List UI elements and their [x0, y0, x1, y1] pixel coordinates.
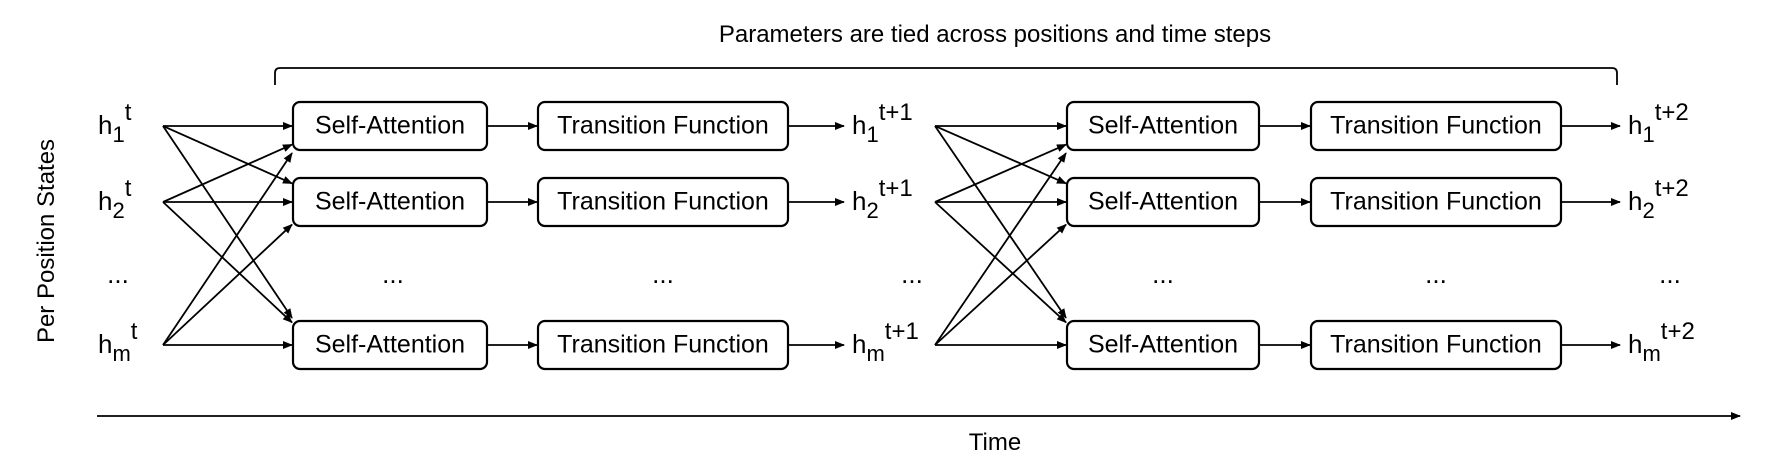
transition-function-block: Transition Function [536, 176, 790, 228]
state-subscript: m [866, 341, 884, 366]
state-to-attention-arrow [934, 201, 1067, 324]
ellipsis: ... [1425, 259, 1447, 289]
state-subscript: 1 [1642, 122, 1654, 147]
state-subscript: 2 [112, 198, 124, 223]
parameter-tying-brace [274, 67, 1618, 85]
transition-function-block: Transition Function [1309, 319, 1563, 371]
ellipsis: ... [1152, 259, 1174, 289]
transition-function-block: Transition Function [536, 319, 790, 371]
state-superscript: t+1 [885, 318, 919, 345]
self-attention-block: Self-Attention [291, 176, 489, 228]
transition-function-box [1309, 176, 1563, 228]
state-superscript: t+2 [1661, 318, 1695, 345]
ellipsis: ... [382, 259, 404, 289]
state-to-attention-arrow [162, 143, 293, 203]
self-attention-box [1065, 176, 1261, 228]
state-to-attention-arrow [934, 143, 1067, 203]
state-subscript: 1 [112, 122, 124, 147]
self-attention-label: Self-Attention [315, 188, 465, 216]
self-attention-box [1065, 100, 1261, 152]
y-axis-label: Per Position States [33, 139, 60, 343]
self-attention-label: Self-Attention [1088, 331, 1238, 359]
transition-function-box [1309, 100, 1563, 152]
ellipsis-row: ..................... [107, 259, 1681, 289]
state-subscript: m [1642, 341, 1660, 366]
transition-function-box [536, 176, 790, 228]
state-subscript: 2 [1642, 198, 1654, 223]
connection-arrows [162, 122, 1621, 349]
transition-function-box [536, 100, 790, 152]
ellipsis: ... [1659, 259, 1681, 289]
transition-function-label: Transition Function [1330, 112, 1542, 140]
state-to-attention-arrow [934, 152, 1067, 346]
self-attention-label: Self-Attention [315, 112, 465, 140]
ellipsis: ... [901, 259, 923, 289]
self-attention-block: Self-Attention [291, 319, 489, 371]
state-to-attention-arrow [934, 125, 1067, 319]
state-superscript: t+2 [1655, 99, 1689, 126]
state-subscript: 1 [866, 122, 878, 147]
diagram-title: Parameters are tied across positions and… [719, 21, 1271, 48]
transition-function-label: Transition Function [1330, 331, 1542, 359]
state-subscript: m [112, 341, 130, 366]
self-attention-box [291, 100, 489, 152]
self-attention-box [291, 319, 489, 371]
transition-function-block: Transition Function [536, 100, 790, 152]
transition-function-label: Transition Function [557, 188, 769, 216]
state-h-m-step-2: hmt+2 [1628, 318, 1695, 366]
state-h-1-step-0: h1t [98, 99, 132, 147]
transition-function-block: Transition Function [1309, 100, 1563, 152]
state-to-attention-arrow [162, 125, 293, 319]
ellipsis: ... [107, 259, 129, 289]
self-attention-block: Self-Attention [1065, 100, 1261, 152]
state-to-attention-arrow [162, 223, 293, 346]
self-attention-box [291, 176, 489, 228]
x-axis-label: Time [969, 429, 1021, 456]
state-to-attention-arrow [934, 125, 1067, 185]
self-attention-box [1065, 319, 1261, 371]
state-superscript: t [125, 99, 132, 126]
state-subscript: 2 [866, 198, 878, 223]
state-superscript: t+1 [879, 99, 913, 126]
self-attention-block: Self-Attention [291, 100, 489, 152]
transition-function-block: Transition Function [1309, 176, 1563, 228]
state-to-attention-arrow [162, 125, 293, 185]
state-h-2-step-2: h2t+2 [1628, 175, 1689, 223]
transition-function-box [1309, 319, 1563, 371]
state-to-attention-arrow [934, 223, 1067, 346]
transition-function-label: Transition Function [557, 112, 769, 140]
state-h-1-step-2: h1t+2 [1628, 99, 1689, 147]
state-h-2-step-1: h2t+1 [852, 175, 913, 223]
self-attention-block: Self-Attention [1065, 176, 1261, 228]
transition-function-label: Transition Function [1330, 188, 1542, 216]
state-labels: h1t h1t+1 h1t+2 h2t h2t+1 h2t+2 hmt hmt+1 hmt+2 [98, 99, 1695, 366]
transition-function-box [536, 319, 790, 371]
state-superscript: t [131, 318, 138, 345]
self-attention-block: Self-Attention [1065, 319, 1261, 371]
state-h-m-step-1: hmt+1 [852, 318, 919, 366]
state-superscript: t [125, 175, 132, 202]
state-superscript: t+1 [879, 175, 913, 202]
self-attention-label: Self-Attention [315, 331, 465, 359]
state-h-m-step-0: hmt [98, 318, 138, 366]
state-to-attention-arrow [162, 201, 293, 324]
transition-function-label: Transition Function [557, 331, 769, 359]
self-attention-label: Self-Attention [1088, 112, 1238, 140]
state-to-attention-arrow [162, 152, 293, 346]
self-attention-label: Self-Attention [1088, 188, 1238, 216]
ellipsis: ... [652, 259, 674, 289]
state-superscript: t+2 [1655, 175, 1689, 202]
state-h-2-step-0: h2t [98, 175, 132, 223]
state-h-1-step-1: h1t+1 [852, 99, 913, 147]
